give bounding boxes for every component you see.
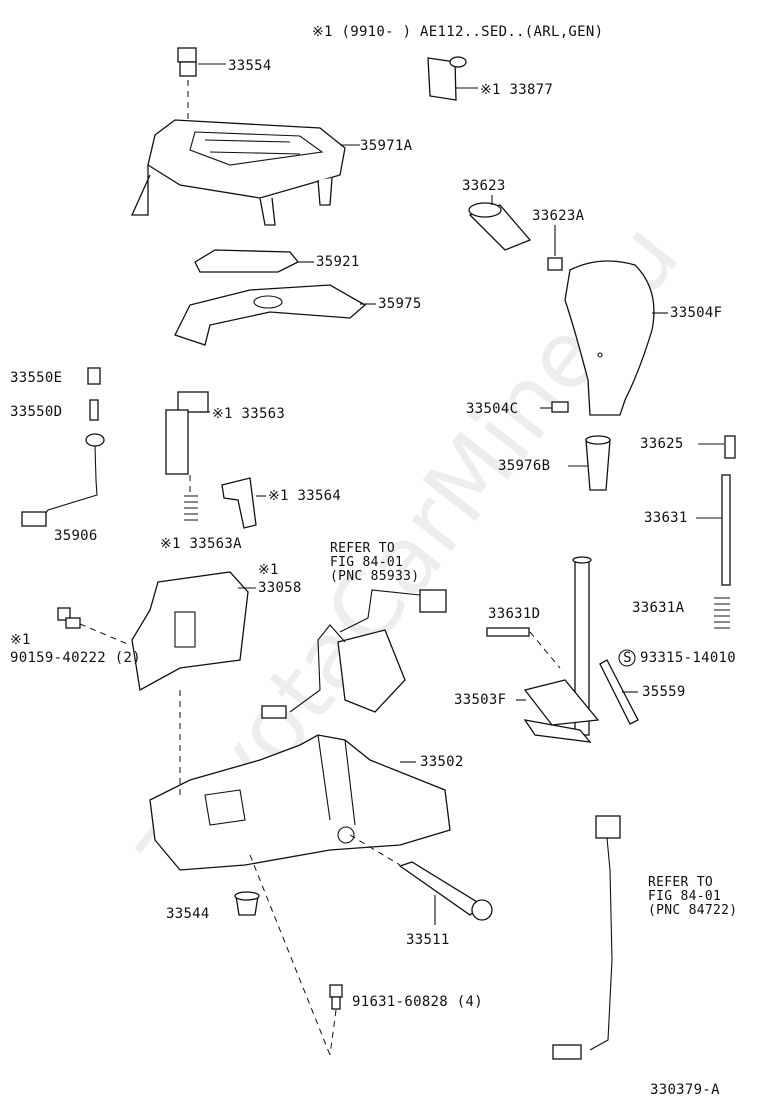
label-33058-note: ※1: [258, 562, 279, 578]
label-35559: 35559: [642, 684, 686, 700]
part-35559-drawing: [599, 659, 639, 725]
label-35971A: 35971A: [360, 138, 413, 154]
part-33544-drawing: [234, 891, 260, 916]
part-35976B-drawing: [568, 435, 611, 491]
label-33502: 33502: [420, 754, 464, 770]
label-33563: ※1 33563: [212, 406, 286, 422]
label-90159-note: ※1: [10, 632, 31, 648]
label-90159: 90159-40222 (2): [10, 650, 141, 666]
part-33058-drawing: [131, 571, 256, 692]
label-33550D: 33550D: [10, 404, 63, 420]
label-33058: 33058: [258, 580, 302, 596]
part-90159-drawing: [57, 607, 131, 646]
part-93315-drawing: [618, 649, 636, 667]
switch-harness-drawing: [261, 589, 447, 719]
part-91631-drawing: [249, 854, 343, 1056]
label-91631: 91631-60828 (4): [352, 994, 483, 1010]
label-33877: ※1 33877: [480, 82, 554, 98]
label-33623: 33623: [462, 178, 506, 194]
label-33544: 33544: [166, 906, 210, 922]
part-33503F-drawing: [516, 556, 600, 743]
label-93315-mark: S: [623, 650, 632, 666]
label-35921: 35921: [316, 254, 360, 270]
part-33504C-drawing: [540, 401, 569, 413]
reference-2-line-1: REFER TO: [648, 875, 714, 890]
label-33504C: 33504C: [466, 401, 519, 417]
label-33550E: 33550E: [10, 370, 63, 386]
reference-1-line-2: FIG 84-01: [330, 555, 404, 570]
part-33554-drawing: [177, 47, 226, 128]
part-33504F-drawing: [564, 260, 668, 416]
label-33511: 33511: [406, 932, 450, 948]
part-33631D-drawing: [486, 627, 561, 669]
part-33623-drawing: [468, 195, 563, 271]
label-33631A: 33631A: [632, 600, 685, 616]
reference-1-line-1: REFER TO: [330, 541, 396, 556]
reference-note-2: REFER TO FIG 84-01 (PNC 84722): [648, 876, 737, 918]
label-35975: 35975: [378, 296, 422, 312]
part-33550-drawing: [87, 367, 101, 421]
part-33625-drawing: [698, 435, 736, 459]
reference-note-1: REFER TO FIG 84-01 (PNC 85933): [330, 542, 419, 584]
part-35921-drawing: [194, 249, 314, 273]
label-33504F: 33504F: [670, 305, 723, 321]
part-35975-drawing: [174, 284, 376, 346]
reference-2-line-3: (PNC 84722): [648, 903, 738, 918]
part-33511-drawing: [398, 861, 493, 925]
label-33631D: 33631D: [488, 606, 541, 622]
part-33631A-drawing: [714, 597, 730, 629]
label-93315: 93315-14010: [640, 650, 737, 666]
diagram-id: 330379-A: [650, 1082, 720, 1098]
reference-1-line-3: (PNC 85933): [330, 569, 420, 584]
label-35976B: 35976B: [498, 458, 551, 474]
label-33554: 33554: [228, 58, 272, 74]
label-33503F: 33503F: [454, 692, 507, 708]
part-33877-drawing: [427, 56, 478, 101]
part-35906-drawing: [21, 433, 105, 527]
part-33563-drawing: [165, 391, 210, 494]
harness-84722-drawing: [552, 815, 621, 1060]
part-33563A-drawing: [184, 495, 198, 521]
label-33564: ※1 33564: [268, 488, 342, 504]
label-35906: 35906: [54, 528, 98, 544]
part-33502-drawing: [149, 690, 451, 871]
header-note: ※1 (9910- ) AE112..SED..(ARL,GEN): [312, 24, 604, 40]
label-33631: 33631: [644, 510, 688, 526]
label-33563A: ※1 33563A: [160, 536, 242, 552]
part-35971A-drawing: [130, 119, 360, 226]
label-33623A: 33623A: [532, 208, 585, 224]
part-33564-drawing: [221, 477, 266, 529]
part-33631-drawing: [696, 474, 731, 586]
label-33625: 33625: [640, 436, 684, 452]
reference-2-line-2: FIG 84-01: [648, 889, 722, 904]
